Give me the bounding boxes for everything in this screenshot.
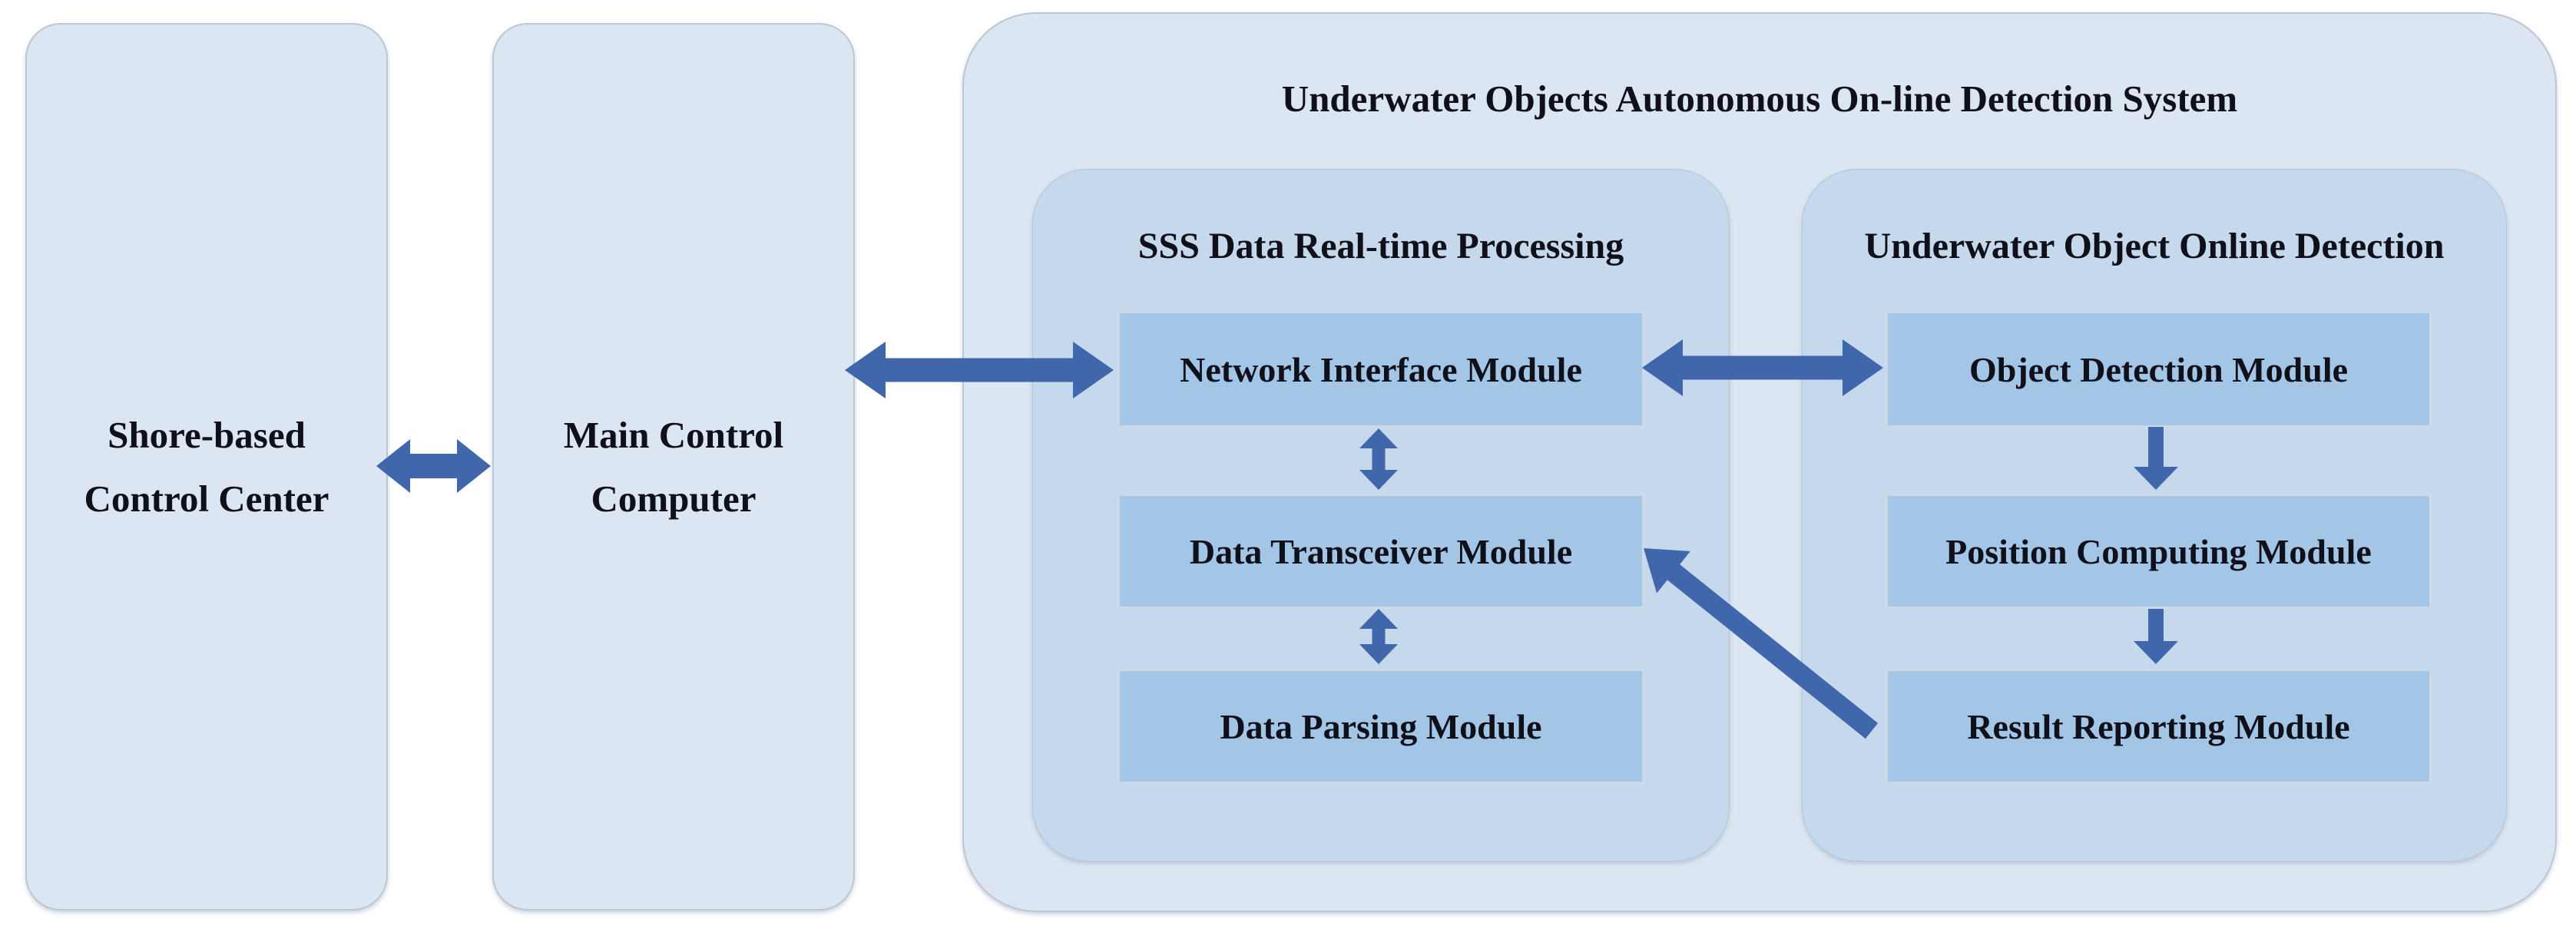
object-detection-title: Underwater Object Online Detection [1864, 226, 2445, 266]
sss-processing-title: SSS Data Real-time Processing [1137, 226, 1624, 266]
result-reporting-module-label: Result Reporting Module [1967, 706, 2350, 746]
arrow-shore-based-control-center-to-main-control-computer [376, 439, 491, 493]
container-sss-data-processing: SSS Data Real-time Processing Network In… [1032, 169, 1730, 861]
network-interface-module-label: Network Interface Module [1180, 349, 1582, 389]
position-computing-module-label: Position Computing Module [1945, 531, 2372, 571]
main-label-line2: Computer [591, 478, 757, 520]
node-data-parsing-module: Data Parsing Module [1117, 669, 1644, 784]
shore-label-line2: Control Center [84, 478, 329, 520]
container-detection-system: Underwater Objects Autonomous On-line De… [962, 12, 2557, 912]
main-control-computer-label: Main Control Computer [564, 403, 783, 531]
node-position-computing-module: Position Computing Module [1886, 494, 2432, 609]
data-parsing-module-label: Data Parsing Module [1220, 706, 1542, 746]
node-main-control-computer: Main Control Computer [492, 23, 855, 911]
node-data-transceiver-module: Data Transceiver Module [1117, 494, 1644, 609]
detection-system-title: Underwater Objects Autonomous On-line De… [1281, 78, 2238, 120]
shore-control-center-label: Shore-based Control Center [84, 403, 329, 531]
data-transceiver-module-label: Data Transceiver Module [1189, 531, 1573, 571]
object-detection-module-label: Object Detection Module [1968, 349, 2349, 389]
container-object-online-detection: Underwater Object Online Detection Objec… [1802, 169, 2507, 861]
node-shore-based-control-center: Shore-based Control Center [25, 23, 388, 911]
node-network-interface-module: Network Interface Module [1117, 311, 1644, 428]
node-object-detection-module: Object Detection Module [1886, 311, 2432, 428]
node-result-reporting-module: Result Reporting Module [1886, 669, 2432, 784]
shore-label-line1: Shore-based [108, 413, 306, 456]
main-label-line1: Main Control [563, 413, 784, 456]
